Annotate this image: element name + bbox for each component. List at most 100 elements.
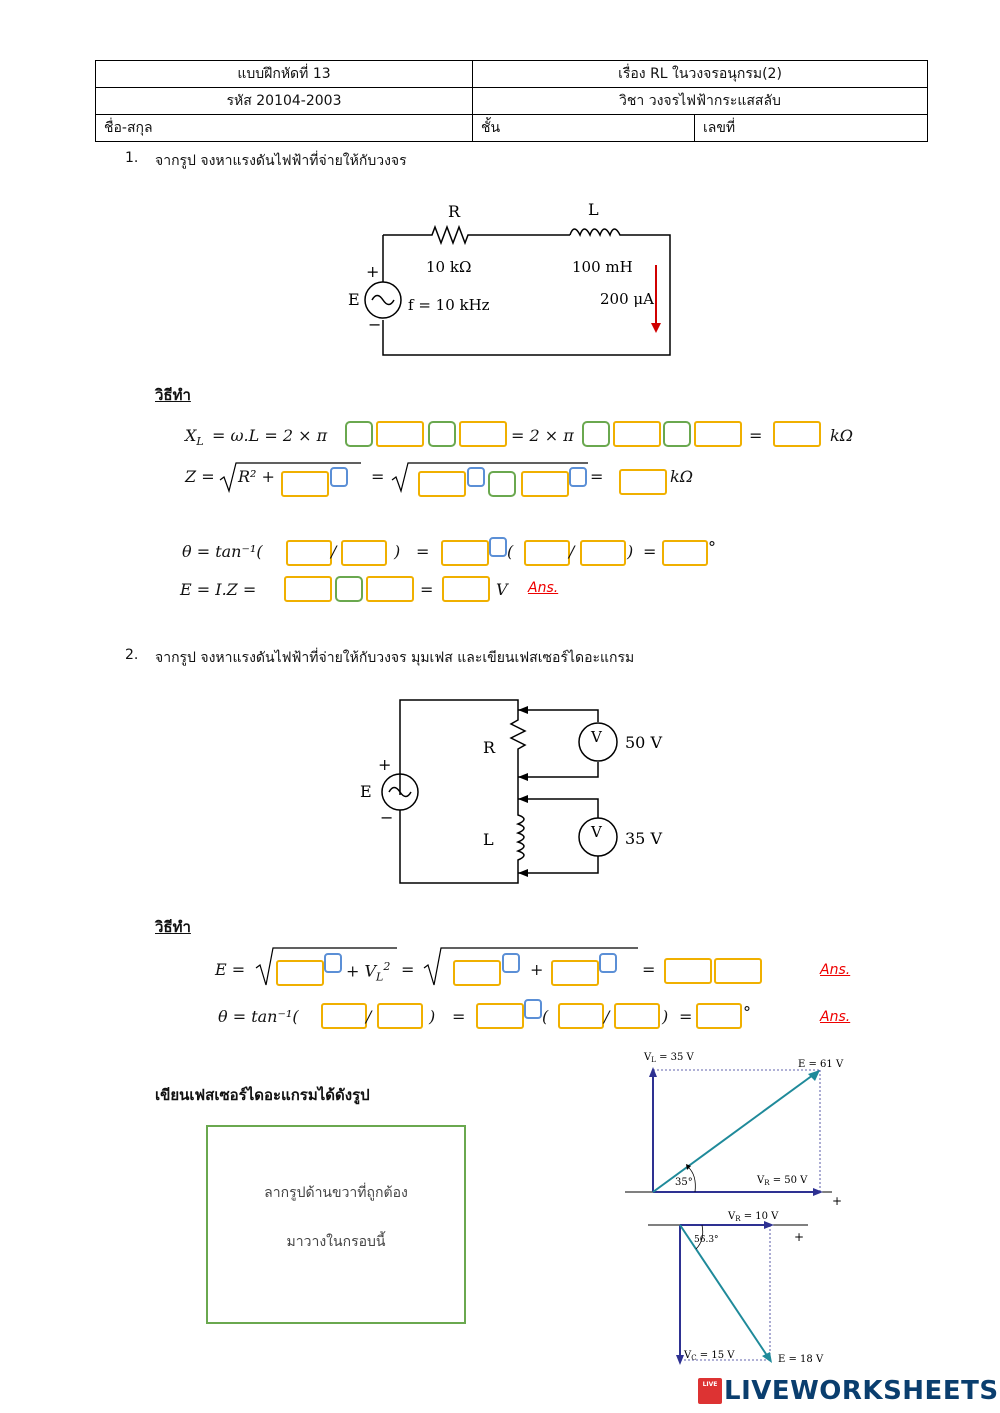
minus-sign-2: − [380, 808, 393, 827]
source-label-2: E [360, 782, 372, 801]
e-phasor-label: E = 61 V [798, 1059, 844, 1070]
answer-input[interactable] [281, 471, 329, 497]
answer-input[interactable] [551, 960, 599, 986]
answer-input[interactable] [321, 1003, 367, 1029]
q1-number: 1. [125, 150, 139, 166]
answer-input[interactable] [376, 421, 424, 447]
answer-input[interactable] [428, 421, 456, 447]
exercise-title: แบบฝึกหัดที่ 13 [95, 60, 473, 88]
sqrt-sign-3 [255, 947, 397, 986]
unit-kohm-2: kΩ [670, 467, 693, 486]
current-value: 200 μA [600, 290, 654, 308]
phasor-diagram-2[interactable]: VR = 10 V 56.3° + VC = 15 V E = 18 V [640, 1205, 840, 1370]
answer-input[interactable] [459, 421, 507, 447]
course-code: รหัส 20104-2003 [95, 87, 473, 115]
answer-input[interactable] [773, 421, 821, 447]
answer-input[interactable] [284, 576, 332, 602]
exponent-input[interactable] [324, 953, 342, 973]
answer-input[interactable] [582, 421, 610, 447]
exponent-input[interactable] [569, 467, 587, 487]
phasor-diagram-1[interactable]: VL = 35 V E = 61 V VR = 50 V 35° + [620, 1045, 860, 1210]
q2-number: 2. [125, 647, 139, 663]
xl-mid: = ω.L = 2 × π [212, 426, 328, 445]
exponent-input[interactable] [489, 537, 507, 557]
voltmeter-r: V [590, 728, 603, 746]
drop-hint-2: มาวางในกรอบนี้ [286, 1234, 386, 1250]
answer-input[interactable] [696, 1003, 742, 1029]
degree: ° [708, 538, 716, 557]
answer-input[interactable] [488, 471, 516, 497]
answer-input[interactable] [476, 1003, 524, 1029]
e-lhs-2: E = [215, 960, 246, 979]
q2-ans-1: Ans. [820, 962, 851, 978]
unit-kohm: kΩ [830, 426, 853, 445]
q2-text: จากรูป จงหาแรงดันไฟฟ้าที่จ่ายให้กับวงจร … [155, 650, 635, 666]
answer-input[interactable] [694, 421, 742, 447]
answer-input[interactable] [345, 421, 373, 447]
vc-phasor-label: VC = 15 V [683, 1350, 735, 1362]
q1-method: วิธีทำ [155, 386, 191, 404]
plus-vl: + VL2 [346, 960, 391, 984]
answer-input[interactable] [441, 540, 489, 566]
answer-input[interactable] [663, 421, 691, 447]
slash-4: / [604, 1007, 610, 1026]
sqrt-sign-4 [423, 947, 638, 986]
answer-input[interactable] [619, 469, 667, 495]
frequency: f = 10 kHz [408, 296, 490, 314]
answer-input[interactable] [558, 1003, 604, 1029]
z-eq: = [371, 467, 385, 486]
answer-input[interactable] [377, 1003, 423, 1029]
exponent-input[interactable] [330, 467, 348, 487]
answer-input[interactable] [276, 960, 324, 986]
minus-sign: − [368, 315, 381, 334]
exponent-input[interactable] [502, 953, 520, 973]
answer-input[interactable] [613, 421, 661, 447]
answer-input[interactable] [366, 576, 414, 602]
answer-input[interactable] [664, 958, 712, 984]
unit-v: V [496, 580, 508, 599]
answer-input[interactable] [521, 471, 569, 497]
answer-input[interactable] [662, 540, 708, 566]
vl-reading: 35 V [625, 829, 662, 848]
answer-input[interactable] [341, 540, 387, 566]
e-eq-3: = [401, 960, 415, 979]
answer-input[interactable] [286, 540, 332, 566]
theta-eq: = [416, 542, 430, 561]
answer-input[interactable] [614, 1003, 660, 1029]
l-label-2: L [483, 830, 494, 849]
close-paren: ) [394, 542, 401, 561]
answer-input[interactable] [714, 958, 762, 984]
exponent-input[interactable] [524, 999, 542, 1019]
theta-eq-3: = [452, 1007, 466, 1026]
answer-input[interactable] [580, 540, 626, 566]
q1-circuit: R 10 kΩ L 100 mH E + − f = 10 kHz 200 μA [348, 200, 671, 356]
exponent-input[interactable] [599, 953, 617, 973]
answer-input[interactable] [442, 576, 490, 602]
r-value: 10 kΩ [426, 258, 471, 276]
liveworksheets-logo: LIVEWORKSHEETS [724, 1376, 999, 1406]
theta-lhs: θ = tan⁻¹( [182, 542, 263, 561]
z-eq-2: = [590, 467, 604, 486]
xl-lhs: XL [185, 426, 204, 449]
drop-hint-1: ลากรูปด้านขวาที่ถูกต้อง [264, 1185, 408, 1201]
exponent-input[interactable] [467, 467, 485, 487]
answer-input[interactable] [418, 471, 466, 497]
angle-label-2: 56.3° [694, 1235, 719, 1245]
e-phasor-label-2: E = 18 V [778, 1354, 824, 1365]
close-paren-4: ) [662, 1007, 669, 1026]
sqrt-sign-2 [391, 462, 588, 494]
vr-phasor-label-2: VR = 10 V [727, 1211, 779, 1223]
answer-input[interactable] [524, 540, 570, 566]
r-label-2: R [483, 738, 496, 757]
class-label: ชั้น [472, 114, 695, 142]
answer-input[interactable] [335, 576, 363, 602]
header-table: แบบฝึกหัดที่ 13 เรื่อง RL ในวงจรอนุกรม(2… [95, 60, 928, 142]
source-label: E [348, 290, 360, 309]
r-label: R [448, 202, 461, 221]
drop-zone[interactable]: ลากรูปด้านขวาที่ถูกต้อง มาวางในกรอบนี้ [206, 1125, 466, 1324]
answer-input[interactable] [453, 960, 501, 986]
logo-badge-icon: LIVE [698, 1378, 722, 1404]
vr-reading: 50 V [625, 733, 662, 752]
voltmeter-l: V [590, 823, 603, 841]
open-paren: ( [507, 542, 514, 561]
